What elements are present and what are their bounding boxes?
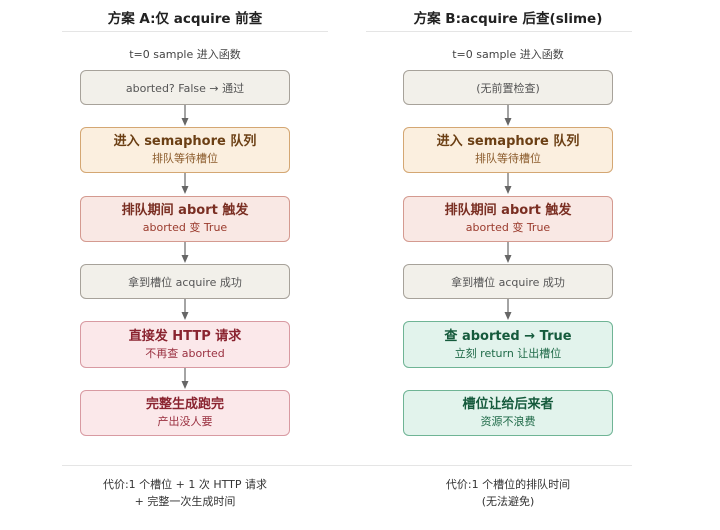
b-arrow-down-icon (504, 242, 512, 263)
a-step-send-http-sub: 不再查 aborted (145, 346, 225, 360)
b-arrow-down-icon (504, 105, 512, 126)
b-step-check-aborted-title: 查 aborted → True (444, 328, 572, 344)
a-step-acquire-label: 拿到槽位 acquire 成功 (128, 275, 242, 289)
b-step-acquire-success: 拿到槽位 acquire 成功 (403, 264, 613, 299)
b-step-abort-title: 排队期间 abort 触发 (444, 203, 572, 218)
scheme-a-cost-line-2: + 完整一次生成时间 (134, 495, 236, 508)
b-step-acquire-label: 拿到槽位 acquire 成功 (451, 275, 565, 289)
b-step-check-aborted-sub: 立刻 return 让出槽位 (454, 346, 562, 360)
b-step-no-precheck: (无前置检查) (403, 70, 613, 105)
a-step-full-generation: 完整生成跑完 产出没人要 (80, 390, 290, 436)
b-step-slot-released-title: 槽位让给后来者 (462, 397, 554, 412)
b-step-enter-queue-sub: 排队等待槽位 (475, 152, 541, 165)
a-step-precheck: aborted? False → 通过 (80, 70, 290, 105)
scheme-b-start-caption: t=0 sample 进入函数 (452, 48, 564, 61)
b-step-no-precheck-label: (无前置检查) (476, 81, 540, 95)
a-arrow-down-icon (181, 242, 189, 263)
scheme-a-title: 方案 A:仅 acquire 前查 (107, 11, 263, 27)
a-step-abort-sub: aborted 变 True (142, 221, 228, 234)
scheme-a-cost: 代价:1 个槽位 + 1 次 HTTP 请求 + 完整一次生成时间 (50, 476, 320, 510)
b-step-enter-queue: 进入 semaphore 队列 排队等待槽位 (403, 127, 613, 173)
b-arrow-down-icon (504, 173, 512, 194)
a-step-enter-queue-title: 进入 semaphore 队列 (113, 134, 257, 149)
b-step-abort-triggered: 排队期间 abort 触发 aborted 变 True (403, 196, 613, 242)
a-step-precheck-label: aborted? False → 通过 (125, 81, 245, 95)
b-arrow-down-icon (504, 299, 512, 320)
a-arrow-down-icon (181, 173, 189, 194)
scheme-b-cost-line-1: 代价:1 个槽位的排队时间 (445, 478, 571, 491)
b-step-check-aborted: 查 aborted → True 立刻 return 让出槽位 (403, 321, 613, 368)
b-step-abort-sub: aborted 变 True (465, 221, 551, 234)
a-arrow-down-icon (181, 105, 189, 126)
header-divider-a (62, 31, 328, 32)
scheme-b-cost-line-2: (无法避免) (481, 495, 535, 508)
a-step-abort-triggered: 排队期间 abort 触发 aborted 变 True (80, 196, 290, 242)
b-step-enter-queue-title: 进入 semaphore 队列 (436, 134, 580, 149)
b-step-slot-released-sub: 资源不浪费 (480, 415, 536, 428)
scheme-b-cost: 代价:1 个槽位的排队时间 (无法避免) (373, 476, 643, 510)
a-arrow-down-icon (181, 299, 189, 320)
a-step-send-http: 直接发 HTTP 请求 不再查 aborted (80, 321, 290, 368)
a-arrow-down-icon (181, 368, 189, 389)
scheme-a-start-caption: t=0 sample 进入函数 (129, 48, 241, 61)
a-step-full-generation-title: 完整生成跑完 (145, 397, 224, 412)
a-step-full-generation-sub: 产出没人要 (157, 415, 213, 428)
a-step-acquire-success: 拿到槽位 acquire 成功 (80, 264, 290, 299)
scheme-a-cost-line-1: 代价:1 个槽位 + 1 次 HTTP 请求 (102, 478, 268, 491)
header-divider-b (366, 31, 632, 32)
scheme-b-title: 方案 B:acquire 后查(slime) (413, 11, 603, 27)
b-step-slot-released: 槽位让给后来者 资源不浪费 (403, 390, 613, 436)
a-step-enter-queue-sub: 排队等待槽位 (152, 152, 218, 165)
a-step-send-http-title: 直接发 HTTP 请求 (128, 328, 242, 344)
footer-divider (62, 465, 632, 466)
a-step-enter-queue: 进入 semaphore 队列 排队等待槽位 (80, 127, 290, 173)
a-step-abort-title: 排队期间 abort 触发 (121, 203, 249, 218)
